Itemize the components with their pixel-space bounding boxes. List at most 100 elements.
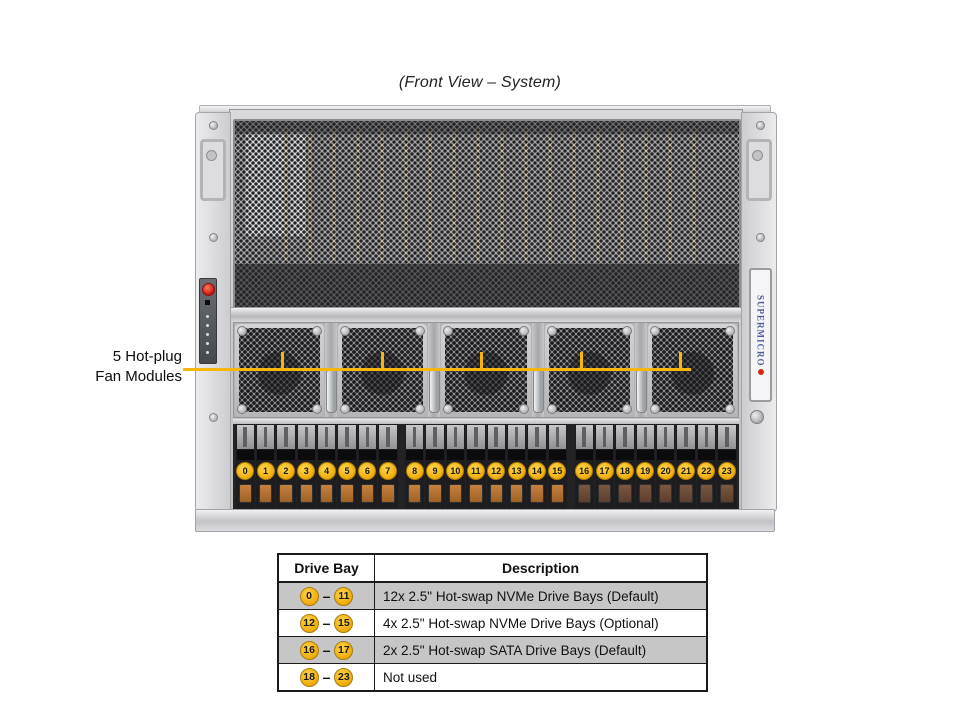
drive-latch xyxy=(360,484,375,503)
screw-icon xyxy=(312,326,323,336)
drive-tray-top xyxy=(636,425,654,449)
drive-latch xyxy=(597,484,612,503)
power-button-icon xyxy=(202,283,215,296)
drive-bay-badge: 9 xyxy=(426,462,445,480)
drive-latch xyxy=(469,484,483,503)
drive-bay-range-cell: 18–23 xyxy=(279,664,375,690)
drive-tray-top xyxy=(338,425,356,449)
drive-latch xyxy=(679,484,693,503)
range-end-badge: 17 xyxy=(334,640,354,660)
drive-bay: 0 xyxy=(235,424,255,512)
drive-latch xyxy=(530,484,544,503)
drive-bay: 8 xyxy=(405,424,425,512)
drive-tray-top xyxy=(358,425,377,449)
drive-bay-badge: 6 xyxy=(358,462,377,480)
screw-icon xyxy=(518,326,529,336)
chassis-bottom-rail xyxy=(195,509,775,532)
range-start-badge: 16 xyxy=(299,640,319,660)
status-led xyxy=(206,342,209,345)
fan-callout-tick xyxy=(480,352,483,369)
drive-bay-badge: 22 xyxy=(697,462,716,480)
drive-bay-range-cell: 12–15 xyxy=(279,610,375,636)
drive-bay-badge: 2 xyxy=(276,462,295,480)
fan-callout-tick xyxy=(281,352,284,369)
drive-tray-top xyxy=(256,425,275,449)
drive-bay-badge: 7 xyxy=(378,462,397,480)
drive-latch xyxy=(408,484,422,503)
screw-icon xyxy=(756,233,765,242)
drive-handle xyxy=(277,450,295,460)
drive-latch xyxy=(638,484,652,503)
description-cell: 2x 2.5" Hot-swap SATA Drive Bays (Defaul… xyxy=(383,642,647,658)
drive-tray-top xyxy=(507,425,526,449)
drive-bay-badge: 19 xyxy=(636,462,655,480)
drive-bay: 11 xyxy=(466,424,486,512)
drive-handle xyxy=(718,450,736,460)
drive-bay: 6 xyxy=(357,424,378,512)
range-dash: – xyxy=(322,615,331,631)
status-led xyxy=(206,324,209,327)
drive-bay: 18 xyxy=(615,424,635,512)
drive-handle xyxy=(595,450,614,460)
range-start-badge: 0 xyxy=(299,586,319,606)
handle-hole xyxy=(206,150,217,161)
drive-latch xyxy=(509,484,524,503)
drive-bay-badge: 20 xyxy=(656,462,675,480)
drive-bay-badge: 0 xyxy=(236,462,255,480)
screw-icon xyxy=(756,121,765,130)
drive-bay-badge: 5 xyxy=(338,462,357,480)
drive-tray-top xyxy=(379,425,397,449)
drive-tray-top xyxy=(575,425,593,449)
drive-latch xyxy=(238,484,252,503)
drive-latch xyxy=(577,484,591,503)
screw-icon xyxy=(621,326,632,336)
drive-bay-badge: 14 xyxy=(527,462,546,480)
drive-tray-top xyxy=(426,425,444,449)
screw-icon xyxy=(312,404,323,414)
drive-bay-badge: 12 xyxy=(487,462,506,480)
drive-handle xyxy=(318,450,336,460)
drive-bay-badge: 17 xyxy=(595,462,614,480)
handle-hole xyxy=(752,150,763,161)
drive-handle xyxy=(236,450,254,460)
drive-tray-top xyxy=(446,425,465,449)
status-led xyxy=(206,351,209,354)
fan-callout-label: 5 Hot-plug Fan Modules xyxy=(95,348,182,385)
drive-bay: 16 xyxy=(574,424,594,512)
drive-bay: 3 xyxy=(296,424,316,512)
drive-handle xyxy=(426,450,444,460)
drive-tray-top xyxy=(616,425,634,449)
fan-handle-icon xyxy=(532,369,544,413)
screw-icon xyxy=(209,413,218,422)
drive-latch xyxy=(659,484,673,503)
drive-handle xyxy=(406,450,424,460)
gpu-grille xyxy=(233,119,741,309)
grille-perforation xyxy=(235,121,739,307)
drive-handle xyxy=(575,450,593,460)
drive-handle xyxy=(616,450,634,460)
drive-bay: 13 xyxy=(506,424,527,512)
screw-icon xyxy=(621,404,632,414)
screw-icon xyxy=(340,326,351,336)
drive-bay-badge: 18 xyxy=(615,462,634,480)
drive-bay-badge: 8 xyxy=(405,462,424,480)
screw-icon xyxy=(546,326,557,336)
drive-handle xyxy=(548,450,566,460)
drive-bay-range-cell: 16–17 xyxy=(279,637,375,663)
status-led xyxy=(206,315,209,318)
drive-handle xyxy=(677,450,695,460)
drive-bay: 20 xyxy=(656,424,676,512)
drive-tray-top xyxy=(548,425,566,449)
control-panel xyxy=(199,278,217,364)
drive-tray-top xyxy=(697,425,716,449)
range-end-badge: 23 xyxy=(334,667,354,687)
screw-icon xyxy=(546,404,557,414)
drive-bay-badge: 16 xyxy=(575,462,594,480)
description-cell: 12x 2.5" Hot-swap NVMe Drive Bays (Defau… xyxy=(383,588,659,604)
drive-tray-top xyxy=(657,425,675,449)
drive-tray-top xyxy=(236,425,254,449)
